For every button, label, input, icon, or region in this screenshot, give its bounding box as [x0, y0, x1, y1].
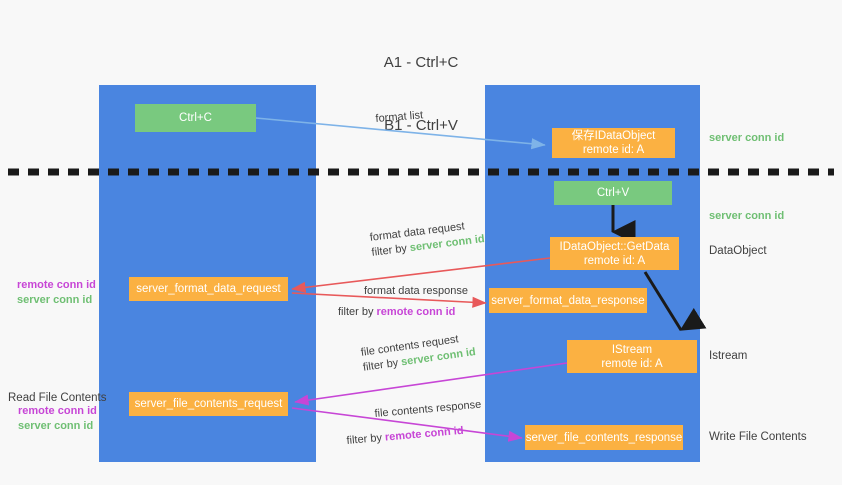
node-server-format-data-request-label: server_format_data_request — [136, 283, 281, 295]
filter-prefix: filter by — [370, 242, 411, 259]
node-getdata-line1: IDataObject::GetData — [559, 240, 670, 253]
edge-label-file-contents-response-title: file contents response — [374, 398, 482, 420]
right-label-write-file-contents: Write File Contents — [709, 430, 807, 445]
right-label-write-file-contents-text: Write File Contents — [709, 431, 807, 443]
node-server-file-contents-response[interactable]: server_file_contents_response — [525, 425, 683, 450]
node-save-idataobject-line2: remote id: A — [582, 144, 645, 156]
node-server-format-data-response-label: server_format_data_response — [491, 294, 645, 307]
right-label-server-conn-id-top: server conn id — [709, 131, 784, 146]
right-label-server-conn-id-top-text: server conn id — [709, 132, 785, 144]
left-label-server-conn-id-1: server conn id — [17, 294, 93, 306]
node-istream-line2: remote id: A — [601, 357, 663, 370]
edge-label-format-data-response-filter: filter by remote conn id — [338, 305, 455, 320]
right-label-dataobject-text: DataObject — [709, 245, 767, 257]
node-istream-line1: IStream — [611, 343, 653, 356]
node-save-idataobject-line1: 保存IDataObject — [571, 130, 656, 142]
filter-value-remote-conn-id: remote conn id — [384, 424, 465, 444]
right-label-server-conn-id-mid: server conn id — [709, 209, 784, 224]
node-ctrl-v[interactable]: Ctrl+V — [554, 181, 672, 205]
edge-label-format-data-response: format data response — [364, 284, 468, 299]
left-label-read-file-contents: Read File Contents — [8, 392, 107, 404]
node-getdata-line2: remote id: A — [583, 254, 646, 267]
edge-label-file-contents-response: file contents response — [374, 398, 482, 422]
filter-prefix: filter by — [338, 306, 377, 318]
node-idataobject-getdata[interactable]: IDataObject::GetData remote id: A — [550, 237, 679, 270]
node-server-file-contents-request[interactable]: server_file_contents_request — [129, 392, 288, 416]
filter-prefix: filter by — [346, 431, 386, 447]
right-label-istream-text: Istream — [709, 350, 748, 362]
node-server-file-contents-request-label: server_file_contents_request — [134, 398, 283, 410]
right-label-server-conn-id-mid-text: server conn id — [709, 210, 785, 222]
node-ctrl-c[interactable]: Ctrl+C — [135, 104, 256, 132]
node-save-idataobject[interactable]: 保存IDataObject remote id: A — [552, 128, 675, 158]
node-istream[interactable]: IStream remote id: A — [567, 340, 697, 373]
edge-label-format-data-request: format data request filter by server con… — [369, 217, 486, 261]
filter-value-remote-conn-id: remote conn id — [376, 306, 456, 318]
node-ctrl-c-label: Ctrl+C — [179, 112, 212, 124]
filter-prefix: filter by — [362, 356, 403, 374]
edge-label-format-data-response-title: format data response — [364, 285, 468, 297]
left-label-remote-conn-id-2: remote conn id — [18, 405, 97, 417]
right-label-istream: Istream — [709, 349, 747, 364]
edge-label-format-list-text: format list — [375, 109, 424, 125]
left-label-read-file-contents-group: Read File Contents remote conn id server… — [8, 392, 106, 434]
edge-label-file-contents-request: file contents request filter by server c… — [360, 330, 477, 376]
right-label-dataobject: DataObject — [709, 244, 767, 259]
left-label-server-conn-id-2: server conn id — [18, 420, 94, 432]
title-line-1: A1 - Ctrl+C — [383, 54, 459, 71]
left-label-remote-conn-id-1: remote conn id — [17, 279, 96, 291]
left-label-conn-ids-1: remote conn id server conn id — [17, 278, 96, 308]
node-ctrl-v-label: Ctrl+V — [596, 187, 630, 199]
node-server-format-data-response[interactable]: server_format_data_response — [489, 288, 647, 313]
node-server-file-contents-response-label: server_file_contents_response — [525, 431, 683, 444]
edge-label-file-contents-response-filter: filter by remote conn id — [346, 424, 464, 449]
node-server-format-data-request[interactable]: server_format_data_request — [129, 277, 288, 301]
